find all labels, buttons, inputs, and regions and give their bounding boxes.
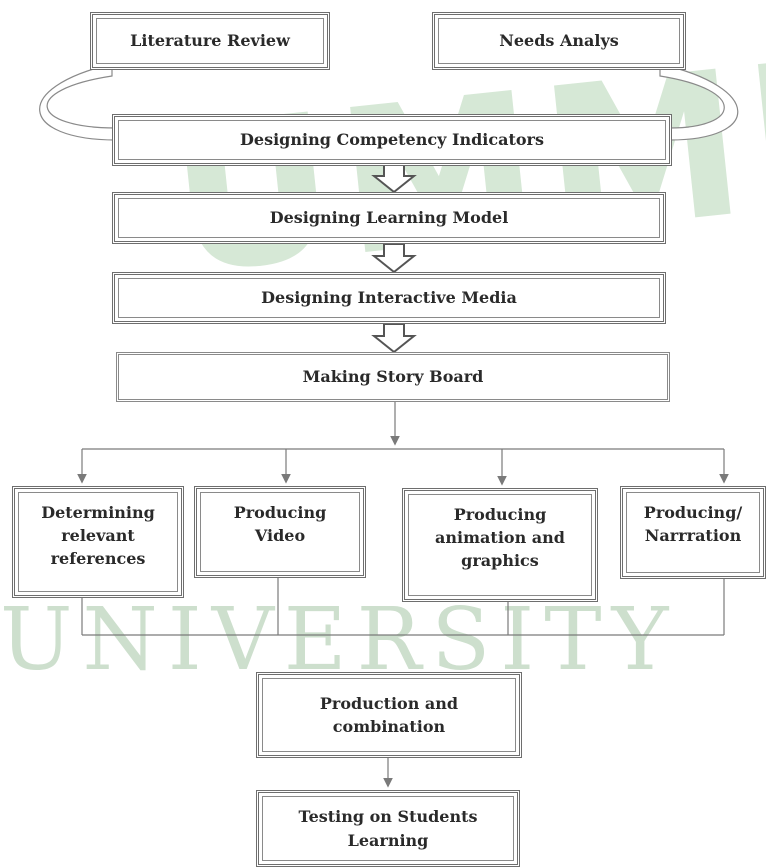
node-testing-students-learning: Testing on Students Learning — [256, 790, 520, 867]
node-literature-review-label: Literature Review — [130, 31, 290, 51]
node-producing-video-label: Producing Video — [233, 503, 327, 546]
node-designing-interactive-media-label: Designing Interactive Media — [261, 288, 517, 308]
node-production-combination: Production and combination — [256, 672, 522, 758]
node-designing-learning-model-label: Designing Learning Model — [269, 208, 509, 228]
node-designing-competency-indicators: Designing Competency Indicators — [112, 114, 672, 166]
node-designing-learning-model: Designing Learning Model — [112, 192, 666, 244]
node-making-story-board-label: Making Story Board — [302, 367, 484, 387]
node-testing-students-learning-label: Testing on Students Learning — [298, 807, 478, 850]
node-producing-animation-graphics-label: Producing animation and graphics — [435, 505, 565, 571]
node-needs-analysis: Needs Analys — [432, 12, 686, 70]
node-needs-analysis-label: Needs Analys — [499, 31, 619, 51]
block-arrow-1 — [371, 163, 417, 194]
node-production-combination-label: Production and combination — [319, 693, 459, 736]
node-designing-competency-indicators-label: Designing Competency Indicators — [240, 130, 544, 150]
node-producing-narration-label: Producing/ Narrration — [643, 503, 743, 546]
node-designing-interactive-media: Designing Interactive Media — [112, 272, 666, 324]
block-arrow-3 — [371, 323, 417, 354]
node-producing-video: Producing Video — [194, 486, 366, 578]
node-making-story-board: Making Story Board — [116, 352, 670, 402]
node-determining-relevant-references: Determining relevant references — [12, 486, 184, 598]
block-arrow-2 — [371, 243, 417, 274]
node-producing-animation-graphics: Producing animation and graphics — [402, 488, 598, 602]
node-producing-narration: Producing/ Narrration — [620, 486, 766, 579]
node-determining-relevant-references-label: Determining relevant references — [41, 503, 155, 569]
node-literature-review: Literature Review — [90, 12, 330, 70]
